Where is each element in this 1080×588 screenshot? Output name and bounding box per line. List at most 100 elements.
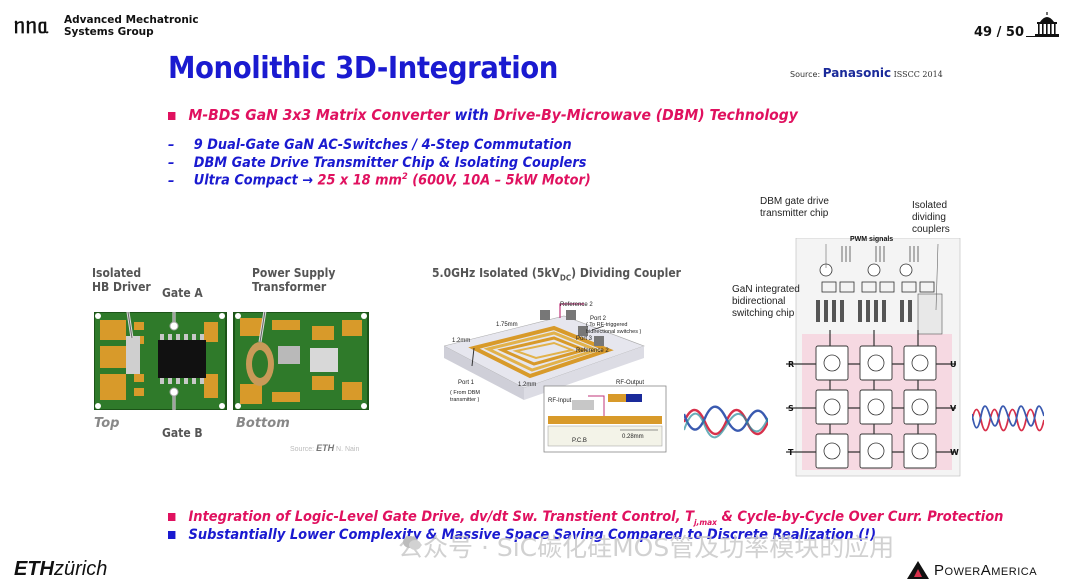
pcb-board-photos — [94, 312, 369, 410]
poweramerica-logo: POWERAMERICA — [934, 562, 1037, 579]
sub-bullet-dash: – — [168, 155, 175, 171]
ann-from-dbm-line1: ( From DBM — [450, 390, 480, 396]
sub-bullet-2-text: DBM Gate Drive Transmitter Chip & Isolat… — [193, 155, 587, 171]
board-source: Source: ETH N. Nain — [290, 443, 359, 453]
poweramerica-triangle-icon — [907, 561, 929, 579]
ann-from-dbm-line2: transmitter ) — [450, 397, 480, 403]
eth-light: zürich — [54, 558, 108, 580]
sub-bullet-3-prefix: Ultra Compact → — [193, 172, 318, 189]
ann-gan-line2: bidirectional — [732, 296, 786, 307]
board-source-brand: ETH — [316, 443, 335, 453]
coupler-title-post: ) Dividing Coupler — [571, 266, 682, 280]
eth-zurich-logo: ETHzürich — [14, 556, 107, 581]
coupler-title: 5.0GHz Isolated (5kVDC) Dividing Coupler — [432, 266, 681, 285]
ann-reference-2b: Reference 2 — [576, 348, 609, 354]
sub-bullet-dash: – — [168, 137, 175, 153]
page-number-underline — [1026, 36, 1036, 37]
ann-rf-input: RF-Input — [548, 398, 572, 404]
sub-bullet-2: – DBM Gate Drive Transmitter Chip & Isola… — [168, 155, 586, 171]
coupler-title-sub: DC — [559, 273, 572, 283]
coupler-title-pre: 5.0GHz Isolated (5kV — [432, 266, 560, 280]
main-bullet-part2: with — [449, 106, 494, 124]
ann-port-3: Port 3 — [576, 336, 593, 342]
main-bullet: M-BDS GaN 3x3 Matrix Converter with Driv… — [168, 106, 798, 124]
ann-pcb: P.C.B — [572, 438, 587, 444]
ann-pwm-signals: PWM signals — [850, 236, 894, 243]
wechat-icon — [403, 536, 421, 550]
label-power-line1: Power Supply — [252, 266, 336, 280]
coupler-3d-diagram — [444, 303, 667, 453]
bottom-bullet-1-post: & Cycle-by-Cycle Over Curr. Protection — [716, 509, 1004, 525]
group-name-line1: Advanced Mechatronic — [64, 14, 199, 26]
ann-1-2mm: 1.2mm — [452, 338, 471, 344]
ann-rf-output: RF-Output — [616, 380, 645, 386]
phase-s: S — [788, 404, 794, 413]
bottom-bullet-2-text: Substantially Lower Complexity & Massive… — [188, 527, 877, 543]
pa-a: A — [980, 562, 992, 579]
ann-dbm-transmitter: DBM gate drive transmitter chip — [760, 196, 829, 220]
bullet-square — [168, 531, 176, 539]
ann-isolated-couplers: Isolated dividing couplers — [912, 200, 950, 236]
sub-bullet-3-suffix: (600V, 10A – 5kW Motor) — [407, 172, 591, 189]
phase-w: W — [950, 448, 959, 457]
page-number: 49 / 50 — [974, 25, 1024, 40]
matrix-converter-schematic — [786, 238, 961, 477]
board-source-prefix: Source: — [290, 446, 315, 453]
input-three-phase-wave — [684, 405, 768, 439]
group-name-line2: Systems Group — [64, 26, 154, 38]
group-name: Advanced Mechatronic Systems Group — [64, 14, 199, 38]
phase-v: V — [950, 404, 957, 413]
ann-from-dbm: ( From DBM transmitter ) — [450, 390, 480, 404]
source-prefix: Source: — [790, 70, 821, 79]
label-isolated-line1: Isolated — [92, 266, 142, 280]
ann-gan-line3: switching chip — [732, 308, 795, 319]
label-power-line2: Transformer — [252, 280, 327, 294]
label-top: Top — [94, 416, 120, 431]
ann-1-2mm-b: 1.2mm — [518, 382, 537, 388]
main-bullet-part1: M-BDS GaN 3x3 Matrix Converter — [188, 106, 450, 124]
gan-ic-top — [158, 340, 206, 378]
label-bottom: Bottom — [236, 416, 290, 431]
bottom-bullet-1: Integration of Logic-Level Gate Drive, d… — [168, 509, 1003, 527]
source-brand: Panasonic — [822, 66, 892, 80]
isolated-driver-chip — [126, 336, 140, 374]
bullet-square — [168, 111, 176, 120]
ann-0-28mm: 0.28mm — [622, 434, 644, 440]
ams-logo: ᥒᥒᥲ — [14, 14, 50, 38]
phase-r: R — [788, 360, 795, 369]
watermark-text: 公众号 · SiC碳化硅MOS管及功率模块的应用 — [398, 533, 895, 562]
label-gate-b: Gate B — [162, 426, 203, 440]
label-gate-a: Gate A — [162, 286, 203, 300]
ann-iso-line2: dividing — [912, 212, 946, 223]
ann-rf-trig-line2: bidirectional switches ) — [586, 329, 642, 335]
ann-rf-triggered: ( To RF-triggered bidirectional switches… — [586, 322, 641, 336]
sub-bullet-3-highlight: 25 x 18 mm — [317, 172, 402, 189]
pa-p: P — [934, 562, 945, 579]
sub-bullet-3-sup: 2 — [401, 172, 408, 182]
ann-gan-chip: GaN integrated bidirectional switching c… — [732, 284, 800, 320]
sub-bullet-dash: – — [168, 172, 175, 189]
eth-building-icon — [1035, 12, 1059, 37]
sub-bullet-3: – Ultra Compact → 25 x 18 mm2 (600V, 10A … — [168, 172, 591, 189]
ann-iso-line1: Isolated — [912, 200, 948, 211]
label-isolated-hb-driver: Isolated HB Driver — [92, 266, 151, 294]
ann-rf-trig-line1: ( To RF-triggered — [586, 322, 628, 328]
source-note: Source: Panasonic ISSCC 2014 — [790, 66, 943, 80]
phase-t: T — [788, 448, 794, 457]
ann-reference-2: Reference 2 — [560, 302, 593, 308]
bottom-bullet-1-pre: Integration of Logic-Level Gate Drive, d… — [188, 509, 694, 525]
sub-bullet-1: –9 Dual-Gate GaN AC-Switches / 4-Step Co… — [168, 137, 572, 153]
board-source-author: N. Nain — [336, 446, 360, 453]
ann-port-2: Port 2 — [590, 316, 607, 322]
label-isolated-line2: HB Driver — [92, 280, 151, 294]
ann-port-1: Port 1 — [458, 380, 475, 386]
pa-merica: MERICA — [991, 566, 1038, 578]
ann-gan-line1: GaN integrated — [732, 284, 800, 295]
bottom-bullet-1-sub: j,max — [693, 517, 717, 527]
bottom-bullet-2: Substantially Lower Complexity & Massive… — [168, 527, 876, 543]
ann-1-75mm: 1.75mm — [496, 322, 518, 328]
label-power-supply-transformer: Power Supply Transformer — [252, 266, 335, 294]
slide-title: Monolithic 3D-Integration — [168, 51, 558, 86]
ann-iso-line3: couplers — [912, 224, 950, 235]
pa-ower: OWER — [944, 566, 981, 578]
